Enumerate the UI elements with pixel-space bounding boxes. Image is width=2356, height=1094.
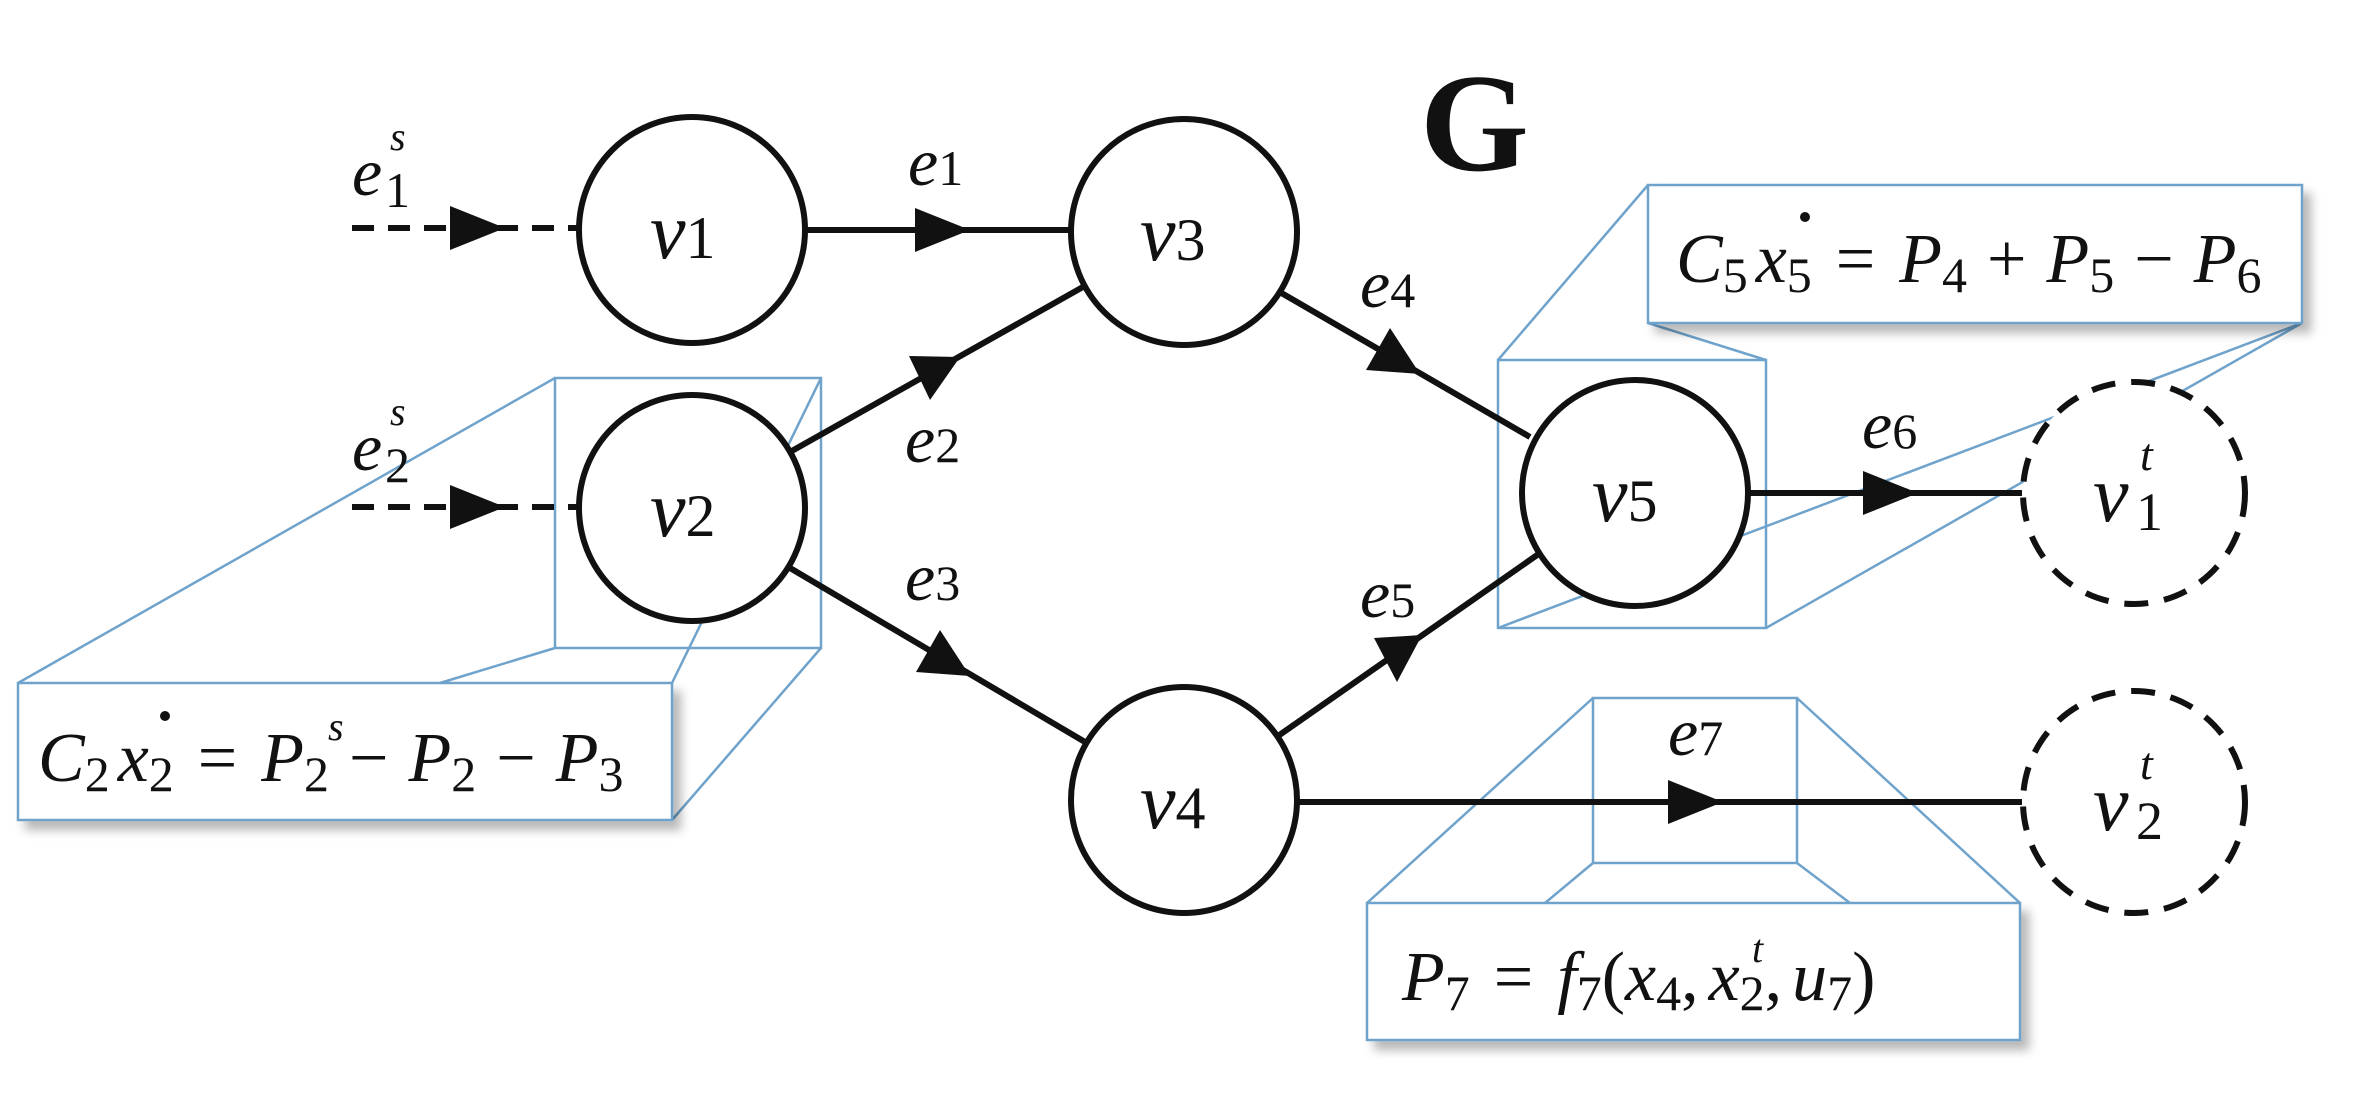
node-v5: v5: [1519, 377, 1751, 609]
svg-text:t: t: [1752, 926, 1764, 971]
arrowhead: [1668, 780, 1723, 824]
arrowhead: [1374, 635, 1422, 682]
svg-text:2: 2: [2136, 791, 2163, 851]
equation-box-e7: P7=f7(x4,x2,u7) t: [1365, 901, 2022, 1042]
arrowhead: [916, 630, 970, 676]
svg-text:v4: v4: [1140, 758, 1206, 846]
label-e7: e7: [1668, 694, 1723, 770]
svg-text:e5: e5: [1360, 556, 1415, 632]
arrowhead: [450, 206, 505, 250]
arrowhead: [450, 485, 505, 529]
edge-e3: [788, 565, 1087, 745]
svg-text:s: s: [328, 704, 344, 749]
label-e6: e6: [1862, 387, 1917, 463]
svg-text:e3: e3: [905, 539, 960, 615]
edge-e1: [807, 208, 1070, 252]
svg-text:2: 2: [385, 437, 410, 493]
svg-text:v3: v3: [1140, 190, 1206, 278]
edge-e4: [1276, 288, 1532, 440]
svg-text:s: s: [390, 114, 406, 159]
time-derivative-dot: [1800, 212, 1810, 222]
edge-e7: [1292, 780, 2022, 824]
svg-text:1: 1: [2136, 482, 2163, 542]
edge-e6: [1748, 471, 2022, 515]
svg-text:e: e: [352, 134, 382, 210]
arrowhead: [1366, 328, 1420, 374]
svg-text:e1: e1: [908, 124, 963, 200]
svg-text:e2: e2: [905, 401, 960, 477]
label-e2s: e 2 s: [352, 389, 410, 493]
node-v2t: v 2 t: [2020, 688, 2248, 916]
label-e2: e2: [905, 401, 960, 477]
svg-text:t: t: [2140, 738, 2154, 789]
graph-title: G: [1420, 46, 1529, 201]
label-e1s: e 1 s: [352, 114, 410, 218]
svg-text:e6: e6: [1862, 387, 1917, 463]
label-e5: e5: [1360, 556, 1415, 632]
svg-text:v: v: [2093, 451, 2129, 539]
edge-e1s: [352, 206, 578, 250]
svg-text:e4: e4: [1360, 246, 1415, 322]
label-e1: e1: [908, 124, 963, 200]
arrowhead: [915, 208, 970, 252]
node-v4: v4: [1068, 684, 1300, 916]
svg-text:s: s: [390, 389, 406, 434]
svg-text:t: t: [2140, 429, 2154, 480]
node-v2: v2: [576, 392, 808, 624]
arrowhead: [909, 356, 960, 400]
arrowhead: [1863, 471, 1918, 515]
svg-text:v2: v2: [650, 466, 716, 554]
time-derivative-dot: [160, 711, 170, 721]
svg-text:v1: v1: [650, 188, 716, 276]
edge-e5: [1276, 550, 1542, 739]
callout-v2: [17, 376, 823, 821]
label-e4: e4: [1360, 246, 1415, 322]
svg-text:P7=f7(x4,x2,u7): P7=f7(x4,x2,u7): [1401, 939, 1875, 1021]
node-v1t: v 1 t: [2020, 379, 2248, 607]
edge-e2s: [352, 485, 578, 529]
label-e3: e3: [905, 539, 960, 615]
svg-text:e: e: [352, 409, 382, 485]
node-v1: v1: [576, 114, 808, 346]
edge-e2: [788, 280, 1092, 455]
svg-text:v5: v5: [1592, 451, 1658, 539]
node-v3: v3: [1068, 116, 1300, 348]
svg-text:v: v: [2093, 760, 2129, 848]
svg-text:e7: e7: [1668, 694, 1723, 770]
svg-text:1: 1: [385, 162, 410, 218]
